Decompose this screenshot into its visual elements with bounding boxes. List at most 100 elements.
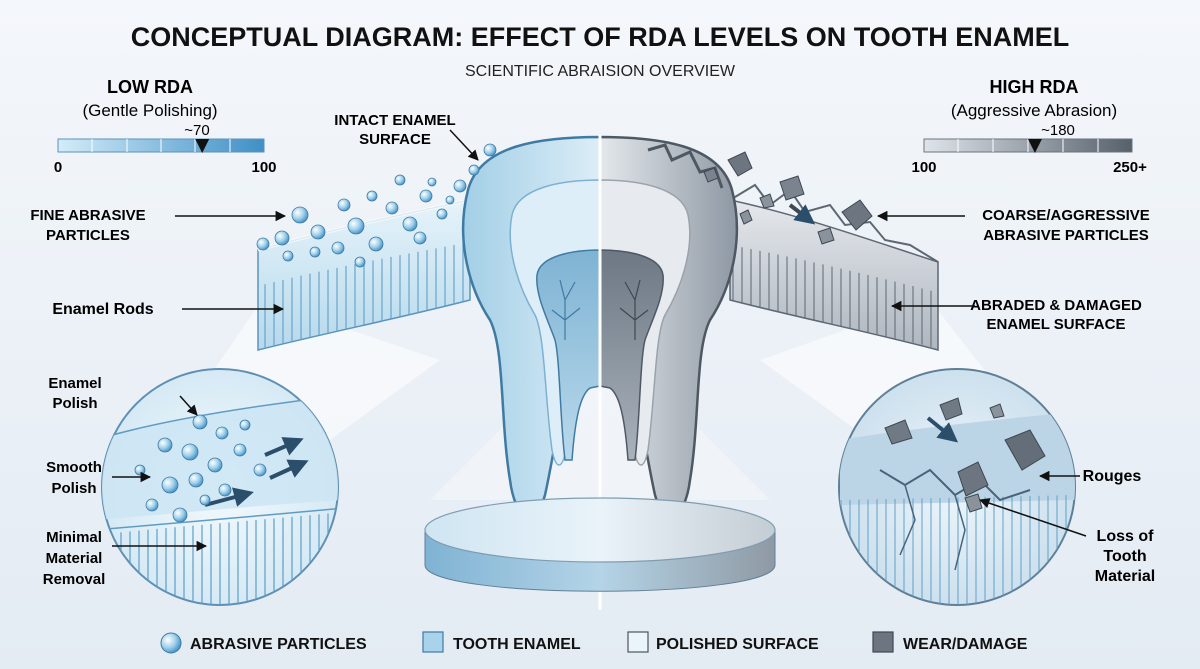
- zoom-particle: [145, 498, 159, 512]
- label-abraded-1: ABRADED & DAMAGED: [970, 297, 1142, 314]
- label-enamel-polish-1: Enamel: [48, 375, 101, 392]
- fine-particle: [368, 236, 384, 252]
- legend: ABRASIVE PARTICLES TOOTH ENAMEL POLISHED…: [160, 631, 1028, 654]
- low-rda-scale: [57, 138, 265, 153]
- label-enamel-polish-2: Polish: [52, 395, 97, 412]
- arrow-intact-enamel: [449, 129, 479, 161]
- label-minimal-2: Material: [46, 550, 103, 567]
- fine-particle: [256, 237, 270, 251]
- label-intact-enamel-1: INTACT ENAMEL: [334, 112, 455, 129]
- zoom-particle: [239, 419, 251, 431]
- arrow-loss-material: [979, 498, 1087, 537]
- zoom-particle: [181, 443, 199, 461]
- fine-particle: [445, 195, 455, 205]
- tooth-right-half: [598, 135, 739, 518]
- nerve-left: [551, 279, 581, 340]
- zoom-particle: [157, 437, 173, 453]
- zoom-particle: [161, 476, 179, 494]
- zoom-particle: [207, 457, 223, 473]
- fine-particle: [419, 189, 433, 203]
- legend-label: POLISHED SURFACE: [656, 636, 819, 653]
- label-minimal-1: Minimal: [46, 529, 102, 546]
- zoom-particle: [215, 426, 229, 440]
- high-rda-scale: [923, 138, 1133, 153]
- label-fine-particles-1: FINE ABRASIVE: [30, 207, 145, 224]
- zoom-particle: [233, 443, 247, 457]
- low-rda-subheading: (Gentle Polishing): [82, 101, 217, 120]
- fine-particle: [347, 217, 365, 235]
- diagram-subtitle: SCIENTIFIC ABRAISION OVERVIEW: [465, 63, 736, 80]
- fine-particle: [468, 164, 480, 176]
- label-coarse-particles-2: ABRASIVE PARTICLES: [983, 227, 1149, 244]
- arrow-enamel-polish: [179, 395, 198, 416]
- zoom-particle: [188, 472, 204, 488]
- legend-item-polished-surface: POLISHED SURFACE: [627, 631, 819, 653]
- legend-item-tooth-enamel: TOOTH ENAMEL: [422, 631, 581, 653]
- fine-particle: [366, 190, 378, 202]
- zoom-particle: [253, 463, 267, 477]
- zoom-particle: [172, 507, 188, 523]
- high-rda-value-label: ~180: [1041, 122, 1075, 139]
- fine-particle: [402, 216, 418, 232]
- low-rda-scale-min: 0: [54, 159, 62, 176]
- fine-particle: [310, 224, 326, 240]
- zoom-particle: [192, 414, 208, 430]
- fine-particle: [337, 198, 351, 212]
- fine-particle: [385, 201, 399, 215]
- zoom-particle: [134, 464, 146, 476]
- square-enamel-icon: [422, 631, 444, 653]
- zoom-particle: [218, 483, 232, 497]
- zoom-circle-high-rda: [838, 368, 1076, 606]
- fine-particle: [427, 177, 437, 187]
- fine-particle: [354, 256, 366, 268]
- label-rouges: Rouges: [1083, 468, 1142, 485]
- low-rda-marker: [195, 139, 210, 153]
- diagram-title: CONCEPTUAL DIAGRAM: EFFECT OF RDA LEVELS…: [131, 22, 1070, 52]
- label-smooth-polish-1: Smooth: [46, 459, 102, 476]
- label-coarse-particles-1: COARSE/AGGRESSIVE: [982, 207, 1150, 224]
- label-enamel-rods: Enamel Rods: [52, 301, 153, 318]
- nerve-right: [619, 279, 649, 340]
- fine-particle: [291, 206, 309, 224]
- legend-label: ABRASIVE PARTICLES: [190, 636, 367, 653]
- circle-particle-icon: [160, 632, 182, 654]
- low-rda-scale-max: 100: [251, 159, 276, 176]
- label-abraded-2: ENAMEL SURFACE: [987, 316, 1126, 333]
- low-rda-heading: LOW RDA: [107, 77, 193, 97]
- label-loss-3: Material: [1095, 568, 1155, 585]
- fine-particle: [282, 250, 294, 262]
- fine-particle: [309, 246, 321, 258]
- pedestal: [424, 497, 776, 592]
- high-rda-subheading: (Aggressive Abrasion): [951, 101, 1117, 120]
- label-loss-2: Tooth: [1103, 548, 1146, 565]
- coarse-particles-cluster: [703, 151, 873, 245]
- fine-particle: [436, 208, 448, 220]
- damaged-crown-edge: [647, 143, 724, 189]
- fine-particle: [274, 230, 290, 246]
- fine-particle: [453, 179, 467, 193]
- high-rda-scale-min: 100: [911, 159, 936, 176]
- high-rda-heading: HIGH RDA: [990, 77, 1079, 97]
- label-loss-1: Loss of: [1097, 528, 1155, 545]
- legend-item-wear-damage: WEAR/DAMAGE: [872, 631, 1028, 653]
- tooth-left-half: [461, 135, 602, 518]
- low-rda-value-label: ~70: [184, 122, 209, 139]
- square-damage-icon: [872, 631, 894, 653]
- legend-label: TOOTH ENAMEL: [453, 636, 581, 653]
- fine-particle: [483, 143, 497, 157]
- fine-particle: [394, 174, 406, 186]
- high-rda-marker: [1027, 139, 1042, 153]
- label-fine-particles-2: PARTICLES: [46, 227, 130, 244]
- high-rda-scale-max: 250+: [1113, 159, 1147, 176]
- legend-item-abrasive-particles: ABRASIVE PARTICLES: [160, 632, 367, 654]
- label-minimal-3: Removal: [43, 571, 106, 588]
- label-intact-enamel-2: SURFACE: [359, 131, 431, 148]
- zoom-particle: [199, 494, 211, 506]
- square-polished-icon: [627, 631, 649, 653]
- fine-particle: [413, 231, 427, 245]
- label-smooth-polish-2: Polish: [51, 480, 96, 497]
- legend-label: WEAR/DAMAGE: [903, 636, 1028, 653]
- fine-particle: [331, 241, 345, 255]
- fine-particles-cluster: [256, 143, 497, 268]
